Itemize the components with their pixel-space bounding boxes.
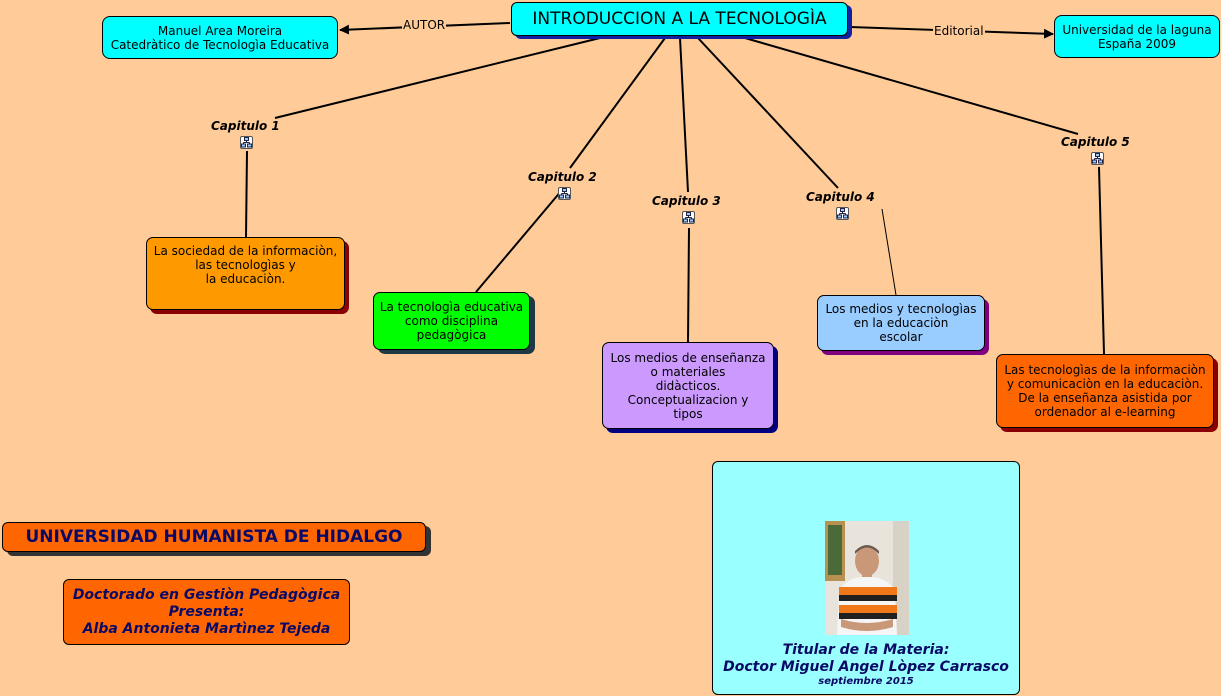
chapter1-line: la educaciòn. bbox=[205, 272, 286, 286]
author-name: Manuel Area Moreira bbox=[157, 23, 283, 38]
chapter5-label: Capitulo 5 bbox=[1061, 135, 1130, 149]
university-banner: UNIVERSIDAD HUMANISTA DE HIDALGO bbox=[2, 522, 426, 552]
teacher-panel: Titular de la Materia: Doctor Miguel Ang… bbox=[712, 461, 1020, 695]
chapter1-line: La sociedad de la informaciòn, bbox=[153, 244, 338, 258]
chapter2-line: La tecnologìa educativa bbox=[379, 300, 524, 314]
chapter1-line: las tecnologìas y bbox=[195, 258, 296, 272]
teacher-heading: Titular de la Materia: bbox=[782, 642, 950, 658]
chapter2-label: Capitulo 2 bbox=[528, 170, 597, 184]
chapter1-label: Capitulo 1 bbox=[211, 119, 280, 133]
submap-icon-chapter1[interactable] bbox=[240, 136, 253, 149]
author-node[interactable]: Manuel Area Moreira Catedràtico de Tecno… bbox=[102, 16, 338, 59]
program-presents: Presenta: bbox=[168, 603, 245, 620]
chapter5-line: De la enseñanza asistida por bbox=[1018, 391, 1192, 405]
connector-chapter2 bbox=[569, 37, 666, 169]
publisher-node[interactable]: Universidad de la laguna España 2009 bbox=[1054, 15, 1220, 58]
chapter2-line: como disciplina bbox=[404, 314, 499, 328]
program-name: Doctorado en Gestiòn Pedagògica bbox=[72, 586, 341, 603]
chapter5-line: y comunicaciòn en la educaciòn. bbox=[1006, 377, 1204, 391]
chapter3-node[interactable]: Los medios de enseñanza o materiales did… bbox=[602, 342, 774, 429]
submap-icon-chapter2[interactable] bbox=[558, 187, 571, 200]
chapter3-line: Conceptualizacion y bbox=[627, 392, 749, 407]
submap-icon-chapter3[interactable] bbox=[682, 211, 695, 224]
student-name: Alba Antonieta Martìnez Tejeda bbox=[82, 620, 331, 637]
chapter5-line: Las tecnologìas de la informaciòn bbox=[1004, 363, 1206, 377]
publisher-year: España 2009 bbox=[1097, 36, 1177, 51]
map-title[interactable]: INTRODUCCION A LA TECNOLOGÌA bbox=[511, 2, 848, 36]
chapter5-to-box bbox=[1098, 166, 1105, 355]
chapter4-to-box bbox=[881, 208, 897, 296]
connector-chapter1 bbox=[274, 37, 601, 119]
connector-chapter5 bbox=[744, 37, 1079, 135]
teacher-photo bbox=[825, 521, 909, 635]
chapter2-line: pedagògica bbox=[416, 328, 487, 342]
chapter3-to-box bbox=[687, 227, 690, 343]
chapter1-node[interactable]: La sociedad de la informaciòn, las tecno… bbox=[146, 237, 345, 310]
publisher-name: Universidad de la laguna bbox=[1062, 22, 1212, 37]
publisher-link-label: Editorial bbox=[933, 24, 985, 38]
chapter4-line: en la educaciòn bbox=[853, 316, 949, 330]
chapter4-line: escolar bbox=[879, 330, 923, 344]
chapter5-node[interactable]: Las tecnologìas de la informaciòn y comu… bbox=[996, 354, 1214, 428]
chapter3-label: Capitulo 3 bbox=[652, 194, 721, 208]
submap-icon-chapter5[interactable] bbox=[1091, 152, 1104, 165]
chapter3-line: tipos bbox=[673, 406, 703, 421]
submap-icon-chapter4[interactable] bbox=[836, 207, 849, 220]
author-link-label: AUTOR bbox=[402, 18, 447, 32]
chapter3-line: o materiales bbox=[650, 364, 726, 379]
program-box: Doctorado en Gestiòn Pedagògica Presenta… bbox=[63, 579, 350, 645]
chapter3-line: Los medios de enseñanza bbox=[610, 350, 766, 365]
chapter4-line: Los medios y tecnologìas bbox=[825, 302, 977, 316]
chapter3-line: didàcticos. bbox=[655, 378, 721, 393]
chapter5-line: ordenador al e-learning bbox=[1034, 405, 1176, 419]
teacher-name: Doctor Miguel Angel Lòpez Carrasco bbox=[723, 659, 1009, 675]
date-label: septiembre 2015 bbox=[818, 676, 914, 687]
connector-chapter4 bbox=[697, 37, 839, 189]
chapter2-node[interactable]: La tecnologìa educativa como disciplina … bbox=[373, 292, 530, 350]
chapter1-to-box bbox=[245, 150, 248, 238]
chapter4-label: Capitulo 4 bbox=[806, 190, 875, 204]
chapter4-node[interactable]: Los medios y tecnologìas en la educaciòn… bbox=[817, 295, 985, 351]
connector-chapter3 bbox=[679, 37, 689, 193]
author-role: Catedràtico de Tecnologìa Educativa bbox=[110, 37, 330, 52]
chapter2-to-box bbox=[475, 189, 563, 293]
